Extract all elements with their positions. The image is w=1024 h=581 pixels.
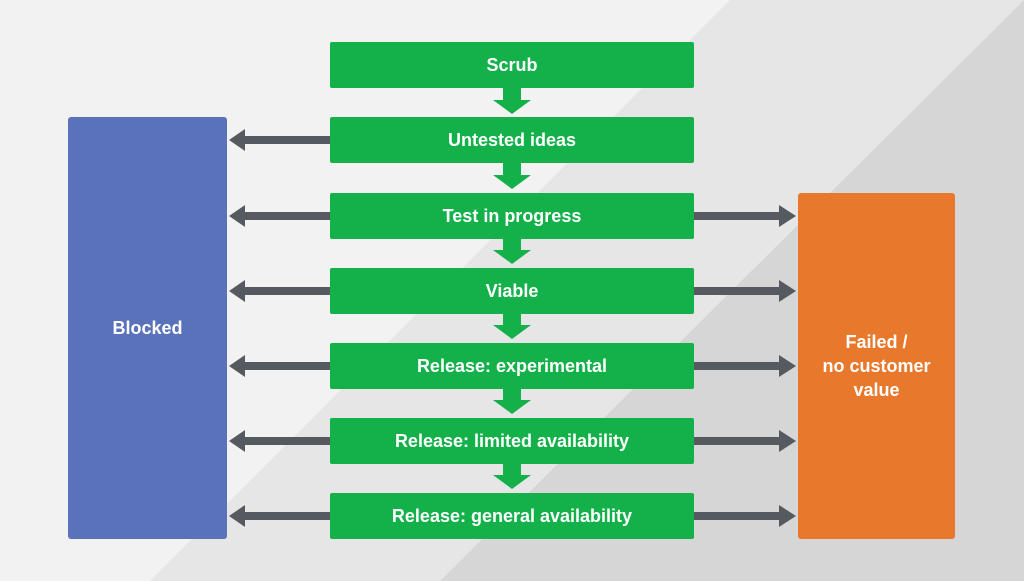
stage-release-general-availability: Release: general availability [330, 493, 694, 539]
stage-release-limited-availability: Release: limited availability [330, 418, 694, 464]
stage-scrub: Scrub [330, 42, 694, 88]
blocked-label: Blocked [112, 318, 183, 338]
stage-label: Release: general availability [391, 505, 633, 526]
stage-label: Release: experimental [416, 355, 608, 376]
stage-viable: Viable [330, 268, 694, 314]
stage-untested-ideas: Untested ideas [330, 117, 694, 163]
failed-box: Failed / no customer value [798, 193, 955, 539]
stage-label: Test in progress [442, 205, 582, 226]
failed-label-line-3: value [853, 380, 900, 400]
stage-label: Release: limited availability [394, 430, 630, 451]
stage-test-in-progress: Test in progress [330, 193, 694, 239]
stage-label: Untested ideas [447, 129, 577, 150]
stage-label: Scrub [486, 54, 538, 75]
stage-label: Viable [485, 280, 539, 301]
stage-release-experimental: Release: experimental [330, 343, 694, 389]
blocked-box: Blocked [68, 117, 227, 539]
failed-label-line-2: no customer [822, 356, 931, 376]
failed-label-line-1: Failed / [845, 332, 908, 352]
